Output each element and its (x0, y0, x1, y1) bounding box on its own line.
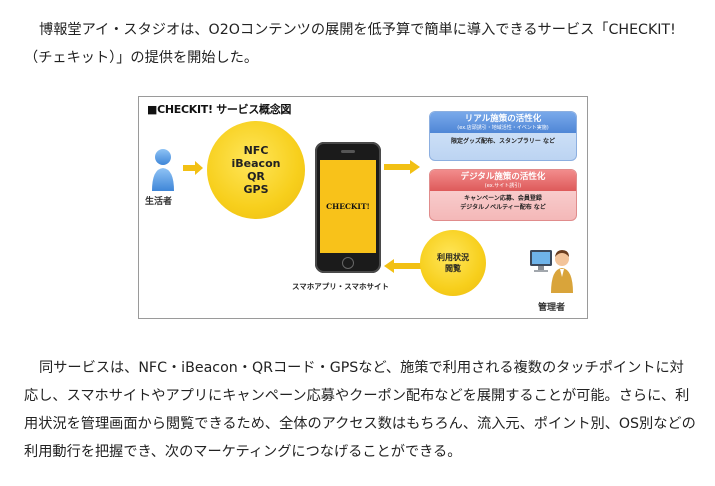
touchpoint-circle: NFC iBeacon QR GPS (207, 121, 305, 219)
real-box-title: リアル施策の活性化 (464, 114, 542, 124)
admin-label: 管理者 (538, 303, 566, 313)
service-concept-figure: ■CHECKIT! サービス概念図 生活者 NFC iBeacon QR GPS… (138, 96, 588, 319)
figure-title: ■CHECKIT! サービス概念図 (147, 103, 292, 116)
touchpoint-item: QR (247, 170, 265, 183)
phone-brand-text: CHECKIT! (326, 202, 370, 211)
digital-activation-box: デジタル施策の活性化 (ex.サイト誘引) キャンペーン応募、会員登録 デジタル… (429, 169, 577, 221)
usage-view-item: 閲覧 (445, 264, 461, 273)
real-box-body: 限定グッズ配布、スタンプラリー など (451, 138, 555, 145)
phone-screen: CHECKIT! (320, 160, 376, 253)
real-box-header: リアル施策の活性化 (ex.店頭誘引・地域活性・イベント実施) (430, 112, 576, 133)
smartphone-illustration: CHECKIT! (315, 142, 381, 273)
digital-box-title: デジタル施策の活性化 (460, 172, 546, 182)
usage-view-circle: 利用状況 閲覧 (420, 230, 486, 296)
arrow-right-icon (183, 161, 203, 175)
admin-computer-icon (530, 250, 573, 293)
digital-box-header: デジタル施策の活性化 (ex.サイト誘引) (430, 170, 576, 191)
body-paragraph: 同サービスは、NFC・iBeacon・QRコード・GPSなど、施策で利用される複… (24, 354, 696, 466)
touchpoint-item: GPS (243, 183, 269, 196)
real-activation-box: リアル施策の活性化 (ex.店頭誘引・地域活性・イベント実施) 限定グッズ配布、… (429, 111, 577, 161)
user-label: 生活者 (145, 197, 173, 207)
digital-box-subtitle: (ex.サイト誘引) (484, 183, 522, 189)
intro-text: 博報堂アイ・スタジオは、O2Oコンテンツの展開を低予算で簡単に導入できるサービス… (24, 22, 676, 66)
usage-view-item: 利用状況 (437, 253, 469, 262)
intro-paragraph: 博報堂アイ・スタジオは、O2Oコンテンツの展開を低予算で簡単に導入できるサービス… (24, 16, 696, 72)
body-text: 同サービスは、NFC・iBeacon・QRコード・GPSなど、施策で利用される複… (24, 360, 696, 460)
phone-caption: スマホアプリ・スマホサイト (292, 282, 390, 291)
digital-box-body-line: デジタルノベルティー配布 など (460, 204, 546, 211)
arrow-right-icon (384, 160, 420, 174)
digital-box-body-line: キャンペーン応募、会員登録 (464, 195, 542, 202)
touchpoint-item: NFC (243, 144, 269, 157)
touchpoint-item: iBeacon (231, 157, 281, 170)
phone-home-button (342, 257, 354, 269)
arrow-left-icon (384, 259, 424, 273)
user-person-icon (152, 149, 174, 191)
real-box-subtitle: (ex.店頭誘引・地域活性・イベント実施) (457, 125, 549, 131)
phone-speaker (341, 150, 355, 153)
